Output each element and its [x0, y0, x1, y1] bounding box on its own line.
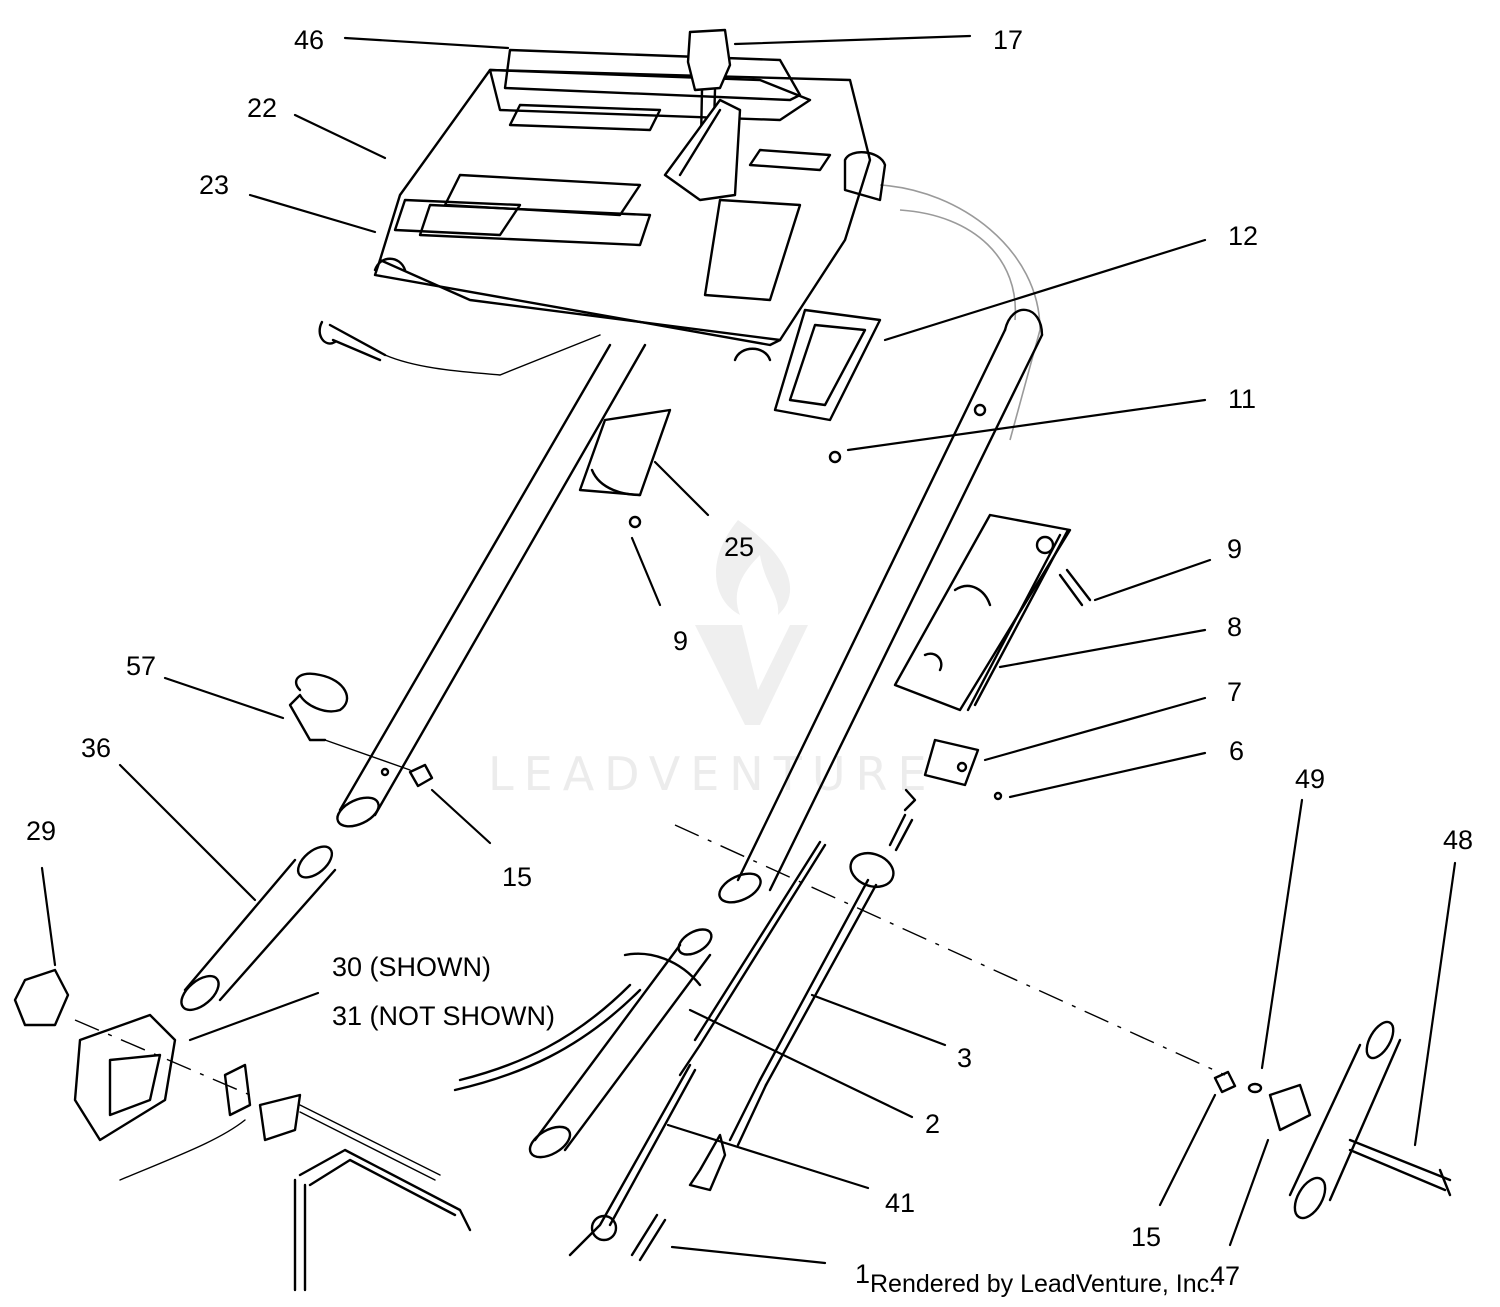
callout-9-right: 9	[1227, 534, 1242, 564]
center-line	[674, 824, 1226, 1076]
cable-knob	[849, 851, 895, 889]
latch-plate	[223, 1063, 252, 1117]
fitting	[923, 738, 980, 787]
callout-36: 36	[81, 733, 111, 763]
callout-6: 6	[1229, 736, 1244, 766]
lower-left-tube	[183, 858, 337, 1002]
spring	[630, 1213, 667, 1262]
callout-9-center: 9	[673, 626, 688, 656]
hairpin-clip	[288, 672, 349, 742]
leader-lines	[40, 34, 1457, 1265]
credit-line: 1 Rendered by LeadVenture, Inc.	[855, 1259, 1216, 1298]
callout-11: 11	[1228, 384, 1256, 414]
credit-text: Rendered by LeadVenture, Inc.	[870, 1270, 1216, 1298]
callout-31: 31 (NOT SHOWN)	[332, 1001, 555, 1031]
lower-handle-tube	[533, 943, 712, 1152]
callout-23: 23	[199, 170, 229, 200]
callout-labels: 46 17 22 23 12 11 25 9 9 8 7 6 57 36 15 …	[26, 25, 1473, 1291]
callout-41: 41	[885, 1188, 915, 1218]
bracket	[773, 308, 882, 422]
callout-2: 2	[925, 1109, 940, 1139]
callout-22: 22	[247, 93, 277, 123]
watermark-text: LEADVENTURE	[488, 747, 937, 801]
callout-49: 49	[1295, 764, 1325, 794]
callout-15-right: 15	[1131, 1222, 1161, 1252]
callout-1: 1	[855, 1259, 870, 1289]
knob	[13, 968, 70, 1027]
callout-47: 47	[1210, 1261, 1240, 1291]
callout-12: 12	[1228, 221, 1258, 251]
callout-30: 30 (SHOWN)	[332, 952, 491, 982]
lower-right-tube	[1288, 1038, 1402, 1202]
callout-25: 25	[724, 532, 754, 562]
callout-15-left: 15	[502, 862, 532, 892]
upper-handle-right-tube	[736, 328, 1044, 892]
housing	[73, 1013, 177, 1142]
callout-29: 29	[26, 816, 56, 846]
callout-8: 8	[1227, 612, 1242, 642]
callout-48: 48	[1443, 825, 1473, 855]
decal	[503, 48, 802, 102]
parts-drawing	[13, 28, 1452, 1292]
carriage-bolt	[328, 323, 387, 362]
callout-3: 3	[957, 1043, 972, 1073]
watermark: LEADVENTURE	[488, 520, 937, 801]
upper-handle-left-tube	[338, 343, 647, 817]
shift-lever	[663, 28, 742, 202]
tube-bracket	[1268, 1083, 1312, 1132]
callout-46: 46	[294, 25, 324, 55]
control-bracket	[893, 513, 1072, 712]
callout-7: 7	[1227, 677, 1242, 707]
leadventure-flame-v-logo	[695, 520, 808, 725]
callout-57: 57	[126, 651, 156, 681]
cover	[578, 408, 672, 497]
callout-17: 17	[993, 25, 1023, 55]
